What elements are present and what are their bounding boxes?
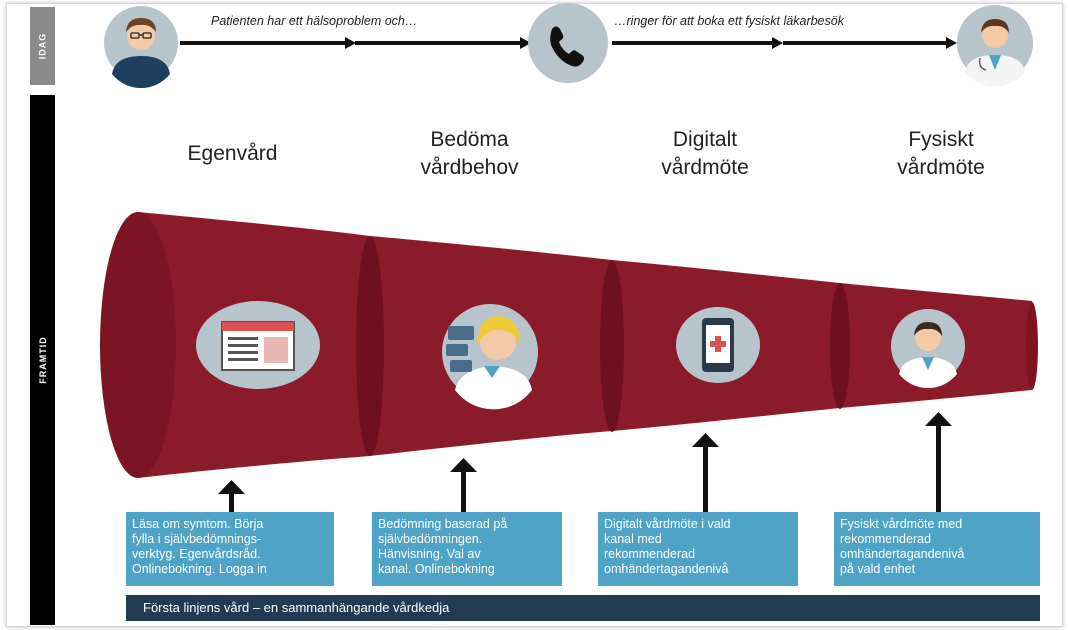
doctor-avatar-icon bbox=[957, 5, 1033, 87]
description-line: Bedömning baserad på bbox=[378, 517, 508, 531]
description-line: på vald enhet bbox=[840, 562, 916, 576]
up-arrows bbox=[218, 412, 952, 512]
stage-title-self-care: Egenvård bbox=[160, 140, 305, 168]
side-label-today: IDAG bbox=[30, 7, 55, 85]
stage-title-line: Bedöma bbox=[430, 128, 509, 151]
patient-avatar-icon bbox=[104, 6, 178, 89]
description-line: Fysiskt vårdmöte med bbox=[840, 517, 963, 531]
description-line: Onlinebokning. Logga in bbox=[132, 562, 267, 576]
today-step-1: Patienten har ett hälsoproblem och… bbox=[211, 14, 418, 28]
description-line: Läsa om symtom. Börja bbox=[132, 517, 264, 531]
stage-title-digital-visit: Digitalt vårdmöte bbox=[630, 126, 780, 182]
description-line: omhändertagandenivå bbox=[604, 562, 729, 576]
stage-title-line: vårdmöte bbox=[897, 156, 985, 179]
stage-title-assess-needs: Bedöma vårdbehov bbox=[387, 126, 552, 182]
today-arrows bbox=[180, 37, 957, 49]
description-line: rekommenderad bbox=[604, 547, 696, 561]
nurse-chat-icon bbox=[442, 304, 538, 410]
stage-description-assess-needs: Bedömning baserad på självbedömningen. H… bbox=[372, 512, 562, 586]
description-line: fylla i självbedömnings- bbox=[132, 532, 262, 546]
stage-title-line: vårdbehov bbox=[420, 156, 519, 179]
stage-title-line: vårdmöte bbox=[661, 156, 749, 179]
doctor-icon bbox=[891, 309, 965, 389]
stage-title-physical-visit: Fysiskt vårdmöte bbox=[866, 126, 1016, 182]
stage-title-line: Fysiskt bbox=[908, 128, 974, 151]
stage-description-self-care: Läsa om symtom. Börja fylla i självbedöm… bbox=[126, 512, 334, 586]
description-line: Hänvisning. Val av bbox=[378, 547, 481, 561]
description-line: självbedömningen. bbox=[378, 532, 483, 546]
stage-description-physical-visit: Fysiskt vårdmöte med rekommenderad omhän… bbox=[834, 512, 1040, 586]
description-line: Digitalt vårdmöte i vald bbox=[604, 517, 731, 531]
description-line: kanal. Onlinebokning bbox=[378, 562, 495, 576]
description-line: rekommenderad bbox=[840, 532, 932, 546]
phone-icon bbox=[528, 3, 608, 83]
description-line: kanal med bbox=[604, 532, 662, 546]
stage-title-line: Digitalt bbox=[672, 128, 738, 151]
side-label-future: FRAMTID bbox=[30, 95, 55, 625]
mobile-medical-icon bbox=[676, 307, 760, 383]
stage-description-digital-visit: Digitalt vårdmöte i vald kanal med rekom… bbox=[598, 512, 798, 586]
description-line: verktyg. Egenvårdsråd. bbox=[132, 547, 261, 561]
care-chain-bar: Första linjens vård – en sammanhängande … bbox=[126, 595, 1040, 621]
webpage-icon bbox=[196, 301, 320, 389]
stage-title-line: Egenvård bbox=[187, 142, 278, 165]
description-line: omhändertagandenivå bbox=[840, 547, 965, 561]
today-step-2: …ringer för att boka ett fysiskt läkarbe… bbox=[614, 14, 844, 28]
